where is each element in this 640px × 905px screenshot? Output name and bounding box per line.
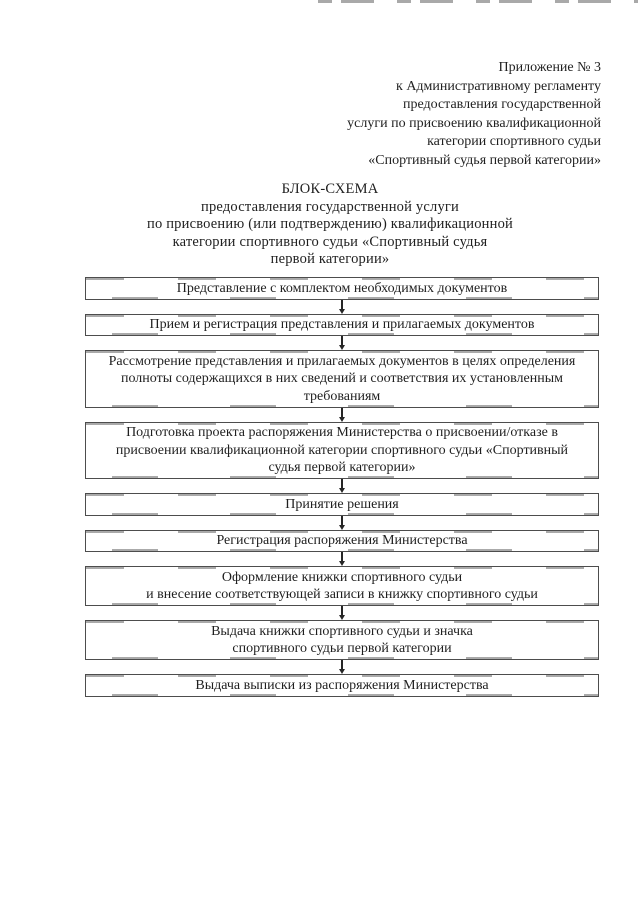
arrow-head	[339, 669, 345, 674]
arrow-down-icon	[85, 515, 599, 530]
flow-step-draft-order: Подготовка проекта распоряжения Министер…	[85, 421, 599, 479]
arrow-head	[339, 308, 345, 314]
document-title-line: по присвоению (или подтверждению) квалиф…	[146, 216, 513, 232]
arrow-head	[339, 524, 345, 530]
arrow-down-icon	[85, 407, 599, 422]
flowchart: Представление с комплектом необходимых д…	[85, 277, 599, 697]
arrow-shaft	[341, 606, 343, 615]
arrow-head	[339, 416, 345, 422]
appendix-header-line: услуги по присвоению квалификационной	[347, 115, 601, 131]
arrow-shaft	[341, 479, 343, 488]
appendix-header-line: к Административному регламенту	[396, 78, 601, 94]
arrow-shaft	[341, 515, 343, 525]
document-title: БЛОК-СХЕМА предоставления государственно…	[50, 181, 610, 269]
flow-step-issue-extract: Выдача выписки из распоряжения Министерс…	[85, 674, 599, 697]
arrow-down-icon	[85, 479, 599, 493]
arrow-head	[339, 488, 345, 493]
appendix-header-line: Приложение № 3	[498, 60, 602, 75]
document-title-line: БЛОК-СХЕМА	[281, 181, 379, 197]
flow-step-order-registration: Регистрация распоряжения Министерства	[85, 529, 599, 552]
document-title-line: категории спортивного судьи «Спортивный …	[172, 233, 488, 250]
flow-step-submission: Представление с комплектом необходимых д…	[85, 277, 599, 300]
arrow-head	[339, 615, 345, 620]
appendix-header: Приложение № 3 к Административному регла…	[271, 59, 601, 170]
arrow-down-icon	[85, 336, 599, 350]
arrow-shaft	[341, 299, 343, 309]
flow-step-judge-book: Оформление книжки спортивного судьи и вн…	[85, 566, 599, 606]
arrow-shaft	[341, 407, 343, 417]
flow-step-review: Рассмотрение представления и прилагаемых…	[85, 350, 599, 408]
appendix-header-line: «Спортивный судья первой категории»	[368, 152, 601, 168]
arrow-head	[339, 345, 345, 350]
flow-step-issue-book-badge: Выдача книжки спортивного судьи и значка…	[85, 620, 599, 660]
arrow-head	[339, 561, 345, 566]
arrow-down-icon	[85, 299, 599, 314]
appendix-header-line: категории спортивного судьи	[427, 134, 601, 149]
flow-step-registration: Прием и регистрация представления и прил…	[85, 313, 599, 336]
arrow-down-icon	[85, 552, 599, 566]
arrow-shaft	[341, 660, 343, 669]
appendix-header-line: предоставления государственной	[402, 97, 601, 112]
arrow-down-icon	[85, 660, 599, 674]
scan-noise-dashes-icon	[318, 0, 638, 3]
arrow-down-icon	[85, 606, 599, 620]
arrow-shaft	[341, 336, 343, 345]
document-title-line: первой категории»	[270, 251, 390, 267]
flow-step-decision: Принятие решения	[85, 493, 599, 516]
document-title-line: предоставления государственной услуги	[200, 198, 459, 215]
arrow-shaft	[341, 552, 343, 561]
